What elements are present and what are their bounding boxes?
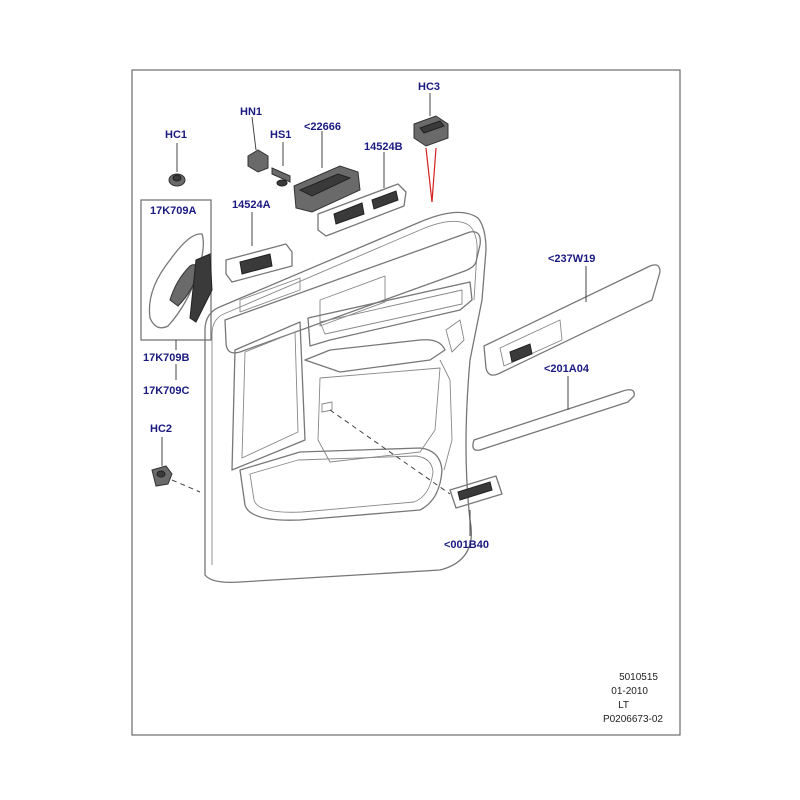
ref-illustration-id: P0206673-02 (603, 714, 663, 725)
trim-strip-237w19 (483, 264, 661, 376)
screw-hs1 (271, 142, 291, 187)
clip-hc2 (151, 437, 201, 493)
clip-hc1 (168, 143, 186, 187)
callout-001b40: <001B40 (444, 539, 489, 551)
armrest-17k709 (140, 199, 213, 380)
callout-237w19: <237W19 (548, 253, 595, 265)
callout-hc2: HC2 (150, 423, 172, 435)
callout-201a04: <201A04 (544, 363, 590, 375)
callout-14524a: 14524A (232, 199, 271, 211)
callout-17k709b: 17K709B (143, 352, 190, 364)
callout-hc3: HC3 (418, 81, 440, 93)
callout-14524b: 14524B (364, 141, 403, 153)
callout-hs1: HS1 (270, 129, 291, 141)
callout-hn1: HN1 (240, 106, 262, 118)
callout-17k709a: 17K709A (150, 205, 197, 217)
callout-22666: <22666 (304, 121, 341, 133)
ref-code: 5010515 (619, 672, 658, 683)
door-trim-panel (204, 211, 487, 583)
badge-001b40 (329, 409, 503, 536)
callout-17k709c: 17K709C (143, 385, 190, 397)
trim-strip-201a04 (472, 376, 635, 451)
clip-hc3 (413, 93, 449, 203)
switch-bezel-14524b (317, 152, 407, 237)
door-handle-22666 (293, 131, 361, 213)
callout-hc1: HC1 (165, 129, 187, 141)
fastener-hn1 (247, 116, 269, 173)
ref-date: 01-2010 (611, 686, 648, 697)
window-switch-14524a (225, 212, 293, 283)
diagram-frame (131, 69, 681, 736)
ref-side: LT (618, 700, 629, 711)
